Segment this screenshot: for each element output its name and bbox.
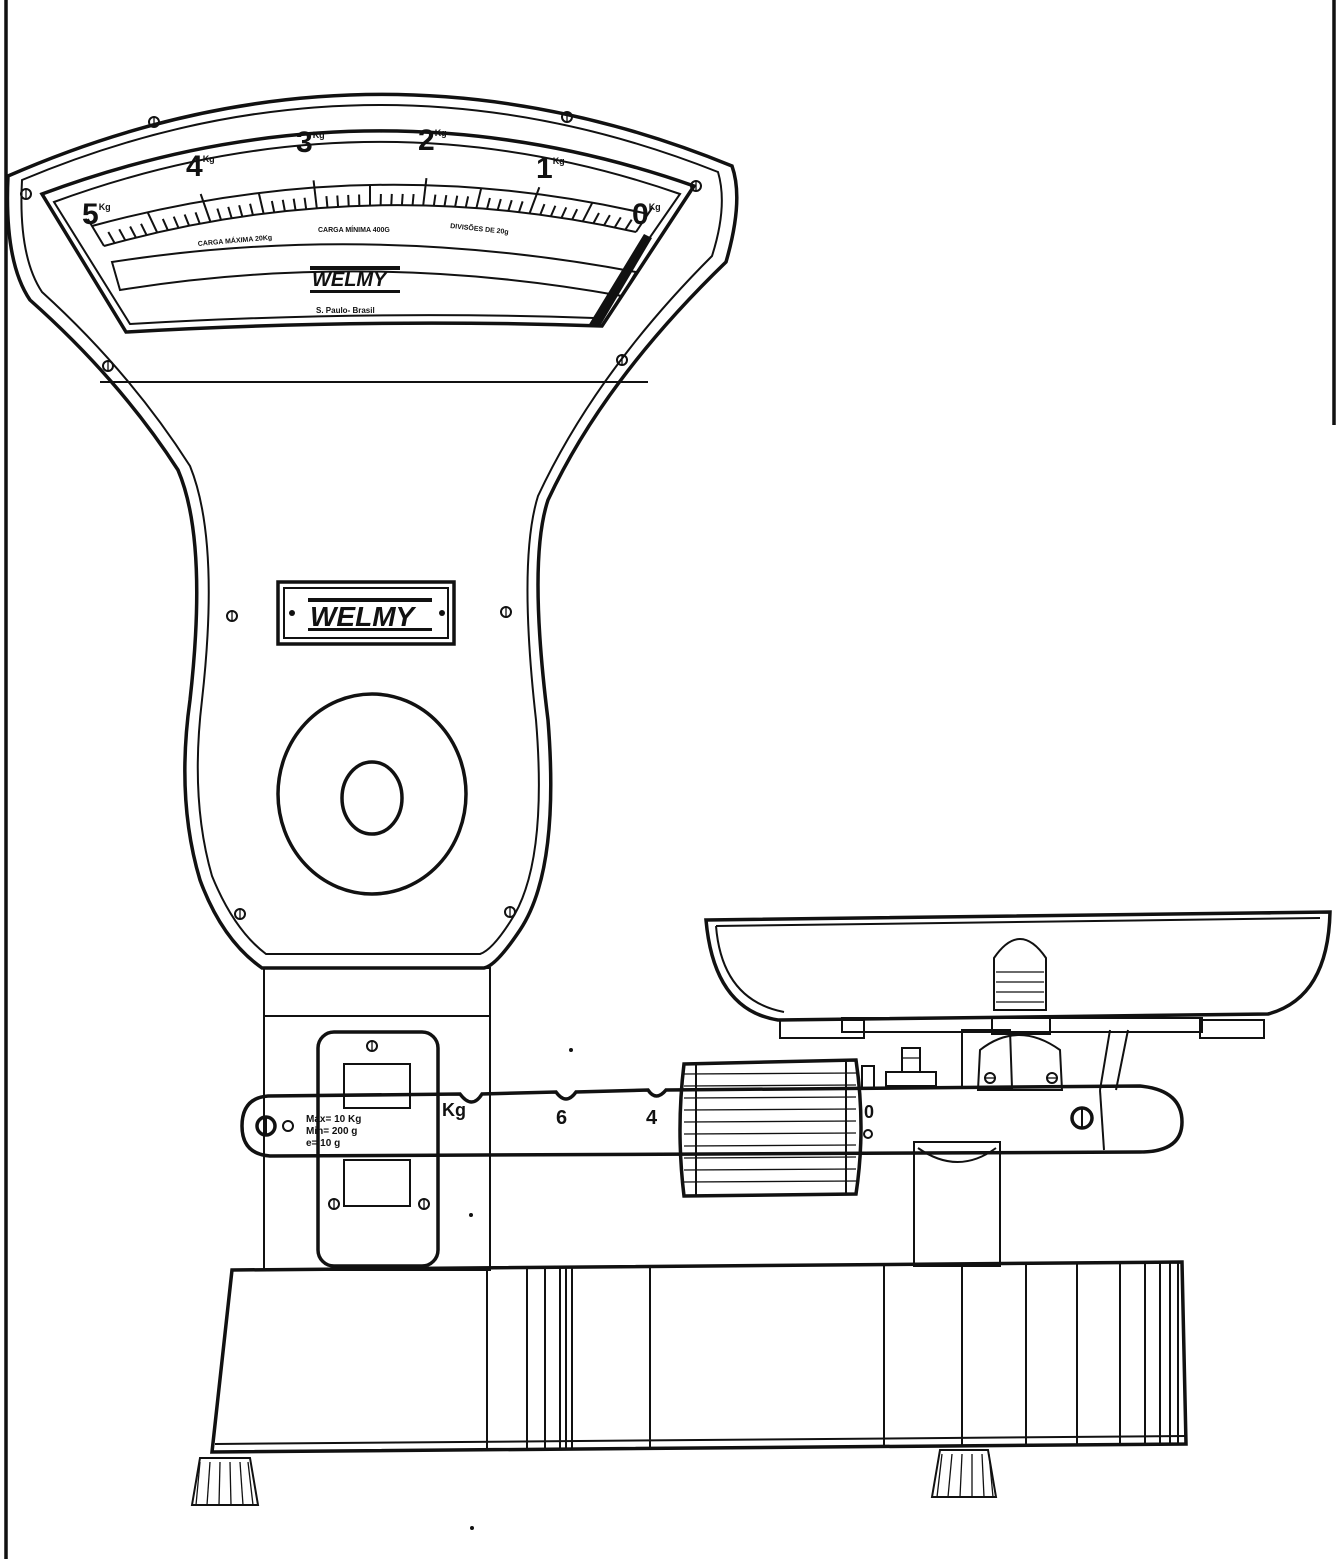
column-screws — [328, 1040, 430, 1210]
dial-minor-tick — [592, 212, 600, 224]
dial-minor-tick — [603, 214, 611, 226]
dial-major-tick — [635, 207, 654, 233]
beam-spec-min: Min= 200 g — [306, 1126, 357, 1137]
dial-minor-tick — [539, 203, 546, 216]
weigh-beam: Máx= 10 Kg Min= 200 g e= 10 g Kg 6 4 0 — [240, 1084, 1184, 1158]
dial-minor-tick — [486, 197, 491, 210]
dial-minor-tick — [292, 198, 297, 211]
dial-minor-tick — [624, 219, 633, 231]
base-housing — [210, 1260, 1188, 1454]
poise-ridges — [683, 1072, 857, 1183]
dial-minor-tick — [281, 199, 286, 212]
dial-minor-tick — [571, 208, 579, 220]
dial-brand-logo: WELMY — [310, 266, 400, 293]
svg-text:WELMY: WELMY — [312, 269, 388, 291]
poise-ridge — [683, 1132, 857, 1135]
dial-minor-tick — [146, 211, 159, 233]
dial-minor-tick — [443, 194, 448, 207]
dial-minor-tick — [518, 201, 524, 213]
dial-minor-tick — [507, 199, 513, 212]
dial-major-tick — [422, 177, 428, 206]
right-foot — [930, 1449, 998, 1498]
dial-minor-tick — [560, 206, 568, 219]
dial-major-tick — [528, 186, 541, 214]
dial-minor-tick — [549, 205, 557, 217]
dial-origin: S. Paulo- Brasil — [316, 306, 375, 315]
dial-minor-tick — [129, 226, 137, 239]
poise-ridge — [683, 1156, 857, 1159]
poise-ridge — [683, 1072, 857, 1075]
label-1kg: 1Kg — [536, 152, 565, 185]
poise-ridge — [683, 1144, 857, 1147]
dial-minor-tick — [249, 203, 254, 216]
scale-ticks — [86, 177, 654, 247]
label-4kg: 4Kg — [186, 150, 215, 183]
dial-min-load: CARGA MÍNIMA 400G — [318, 225, 390, 234]
dial-minor-tick — [183, 214, 191, 227]
dial-minor-tick — [347, 194, 350, 207]
sliding-poise — [678, 1058, 863, 1198]
dial-minor-tick — [496, 198, 502, 211]
label-5kg: 5Kg — [82, 198, 111, 231]
poise-ridge — [683, 1108, 857, 1111]
dial-minor-tick — [411, 193, 415, 206]
body-oval-center — [340, 760, 404, 836]
dial-head: 5Kg 4Kg 3Kg 2Kg 1Kg 0Kg CARGA MÁXIMA 20K… — [5, 92, 739, 970]
dial-minor-tick — [172, 216, 180, 229]
left-foot — [190, 1457, 260, 1506]
label-0kg: 0Kg — [632, 198, 661, 231]
dial-minor-tick — [238, 204, 244, 217]
weighing-pan — [704, 910, 1332, 1039]
dial-minor-tick — [432, 194, 437, 206]
beam-mark-6: 6 — [556, 1107, 567, 1129]
dial-minor-tick — [325, 196, 329, 208]
dial-minor-tick — [303, 197, 308, 210]
dial-major-tick — [199, 193, 212, 223]
poise-ridge — [683, 1084, 857, 1087]
dial-major-tick — [86, 218, 105, 247]
dial-minor-tick — [581, 202, 594, 222]
beam-unit: Kg — [442, 1100, 466, 1120]
zero-mark-circle — [863, 1129, 873, 1139]
body-nameplate: WELMY — [276, 580, 456, 646]
dial-minor-tick — [270, 200, 276, 213]
dial-minor-tick — [336, 195, 340, 207]
dial-minor-tick — [475, 187, 483, 209]
column-brand: WELMY — [310, 601, 417, 632]
dial-minor-tick — [454, 195, 459, 207]
dial-minor-tick — [118, 228, 127, 241]
dial-minor-tick — [390, 193, 393, 206]
dial-minor-tick — [140, 223, 148, 236]
base-stripes — [486, 1263, 1179, 1450]
body-oval — [276, 692, 468, 896]
dial-minor-tick — [613, 216, 622, 228]
dial-minor-tick — [227, 206, 233, 219]
dial-major-tick — [312, 180, 318, 209]
dial-minor-tick — [464, 196, 470, 208]
head-screws — [20, 111, 702, 920]
beam-spec-e: e= 10 g — [306, 1138, 340, 1149]
dial-major-labels: 5Kg 4Kg 3Kg 2Kg 1Kg 0Kg — [82, 124, 661, 231]
dial-minor-tick — [400, 193, 404, 206]
label-3kg: 3Kg — [296, 126, 325, 159]
poise-ridge — [683, 1120, 857, 1123]
poise-ridge — [683, 1180, 857, 1183]
dial-minor-tick — [194, 212, 201, 225]
poise-ridge — [683, 1096, 857, 1099]
pan-support — [861, 1029, 1129, 1267]
dial-minor-tick — [257, 192, 265, 214]
label-2kg: 2Kg — [418, 124, 447, 157]
beam-mark-0: 0 — [864, 1102, 874, 1122]
beam-mark-4: 4 — [646, 1107, 658, 1129]
beam-spec-max: Máx= 10 Kg — [306, 1114, 361, 1125]
dial-minor-tick — [107, 231, 116, 244]
poise-ridge — [683, 1168, 857, 1171]
dial-minor-tick — [161, 218, 169, 231]
dial-minor-tick — [216, 208, 222, 221]
dial-divisions: DIVISÕES DE 20g — [450, 221, 509, 236]
